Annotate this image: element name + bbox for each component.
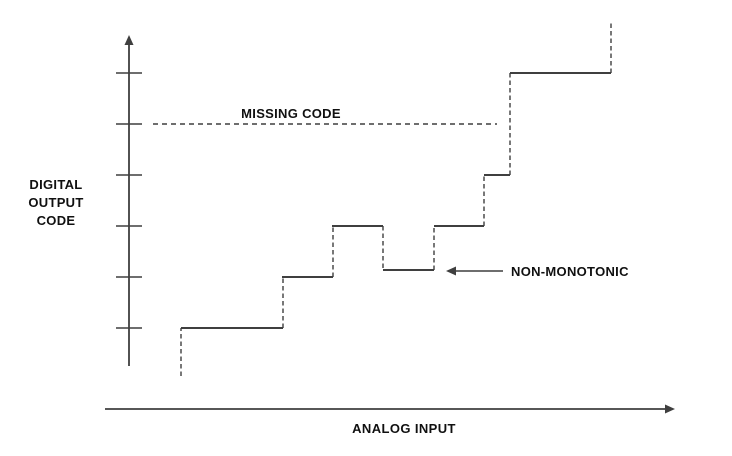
non-monotonic-arrowhead-icon — [446, 266, 456, 276]
missing-code-label: MISSING CODE — [241, 106, 341, 121]
non-monotonic-label: NON-MONOTONIC — [511, 264, 629, 279]
x-axis-arrowhead-icon — [665, 404, 675, 414]
y-axis-label-line1: DIGITAL — [29, 177, 83, 192]
x-axis-label: ANALOG INPUT — [352, 421, 456, 436]
y-axis-label: DIGITAL OUTPUT CODE — [10, 176, 102, 230]
y-axis-arrowhead-icon — [124, 35, 134, 45]
y-axis-label-line3: CODE — [36, 213, 76, 228]
y-axis-label-line2: OUTPUT — [28, 195, 84, 210]
